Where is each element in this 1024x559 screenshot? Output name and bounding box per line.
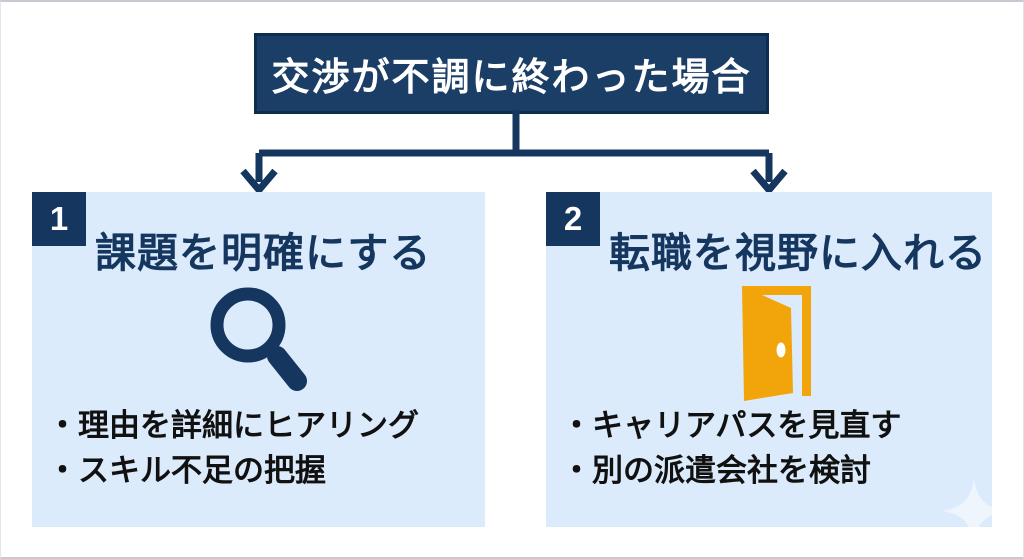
magnifier-icon — [203, 282, 315, 400]
sparkle-decoration-icon — [942, 479, 992, 527]
branch-connector-arrows — [240, 110, 788, 196]
arrow-down-icon — [240, 168, 278, 196]
card-consider-job-change: 2 転職を視野に入れる ・キャリアパスを見直す ・別の派遣会社を検討 — [546, 192, 992, 527]
header-title: 交渉が不調に終わった場合 — [271, 57, 752, 99]
open-door-icon — [713, 282, 825, 401]
arrow-down-icon — [750, 168, 788, 196]
header-box: 交渉が不調に終わった場合 — [254, 33, 769, 114]
card-clarify-issues: 1 課題を明確にする ・理由を詳細にヒアリング ・スキル不足の把握 — [32, 192, 485, 527]
bullet-item: ・別の派遣会社を検討 — [561, 453, 871, 488]
card-title: 転職を視野に入れる — [609, 230, 987, 276]
bullet-item: ・キャリアパスを見直す — [561, 408, 902, 443]
bullet-item: ・スキル不足の把握 — [47, 453, 326, 488]
bullet-list: ・キャリアパスを見直す ・別の派遣会社を検討 — [561, 403, 984, 493]
step-number-badge: 2 — [546, 192, 600, 246]
card-title: 課題を明確にする — [95, 230, 432, 276]
step-number-badge: 1 — [32, 192, 86, 246]
bullet-item: ・理由を詳細にヒアリング — [47, 408, 419, 443]
bullet-list: ・理由を詳細にヒアリング ・スキル不足の把握 — [47, 403, 477, 493]
